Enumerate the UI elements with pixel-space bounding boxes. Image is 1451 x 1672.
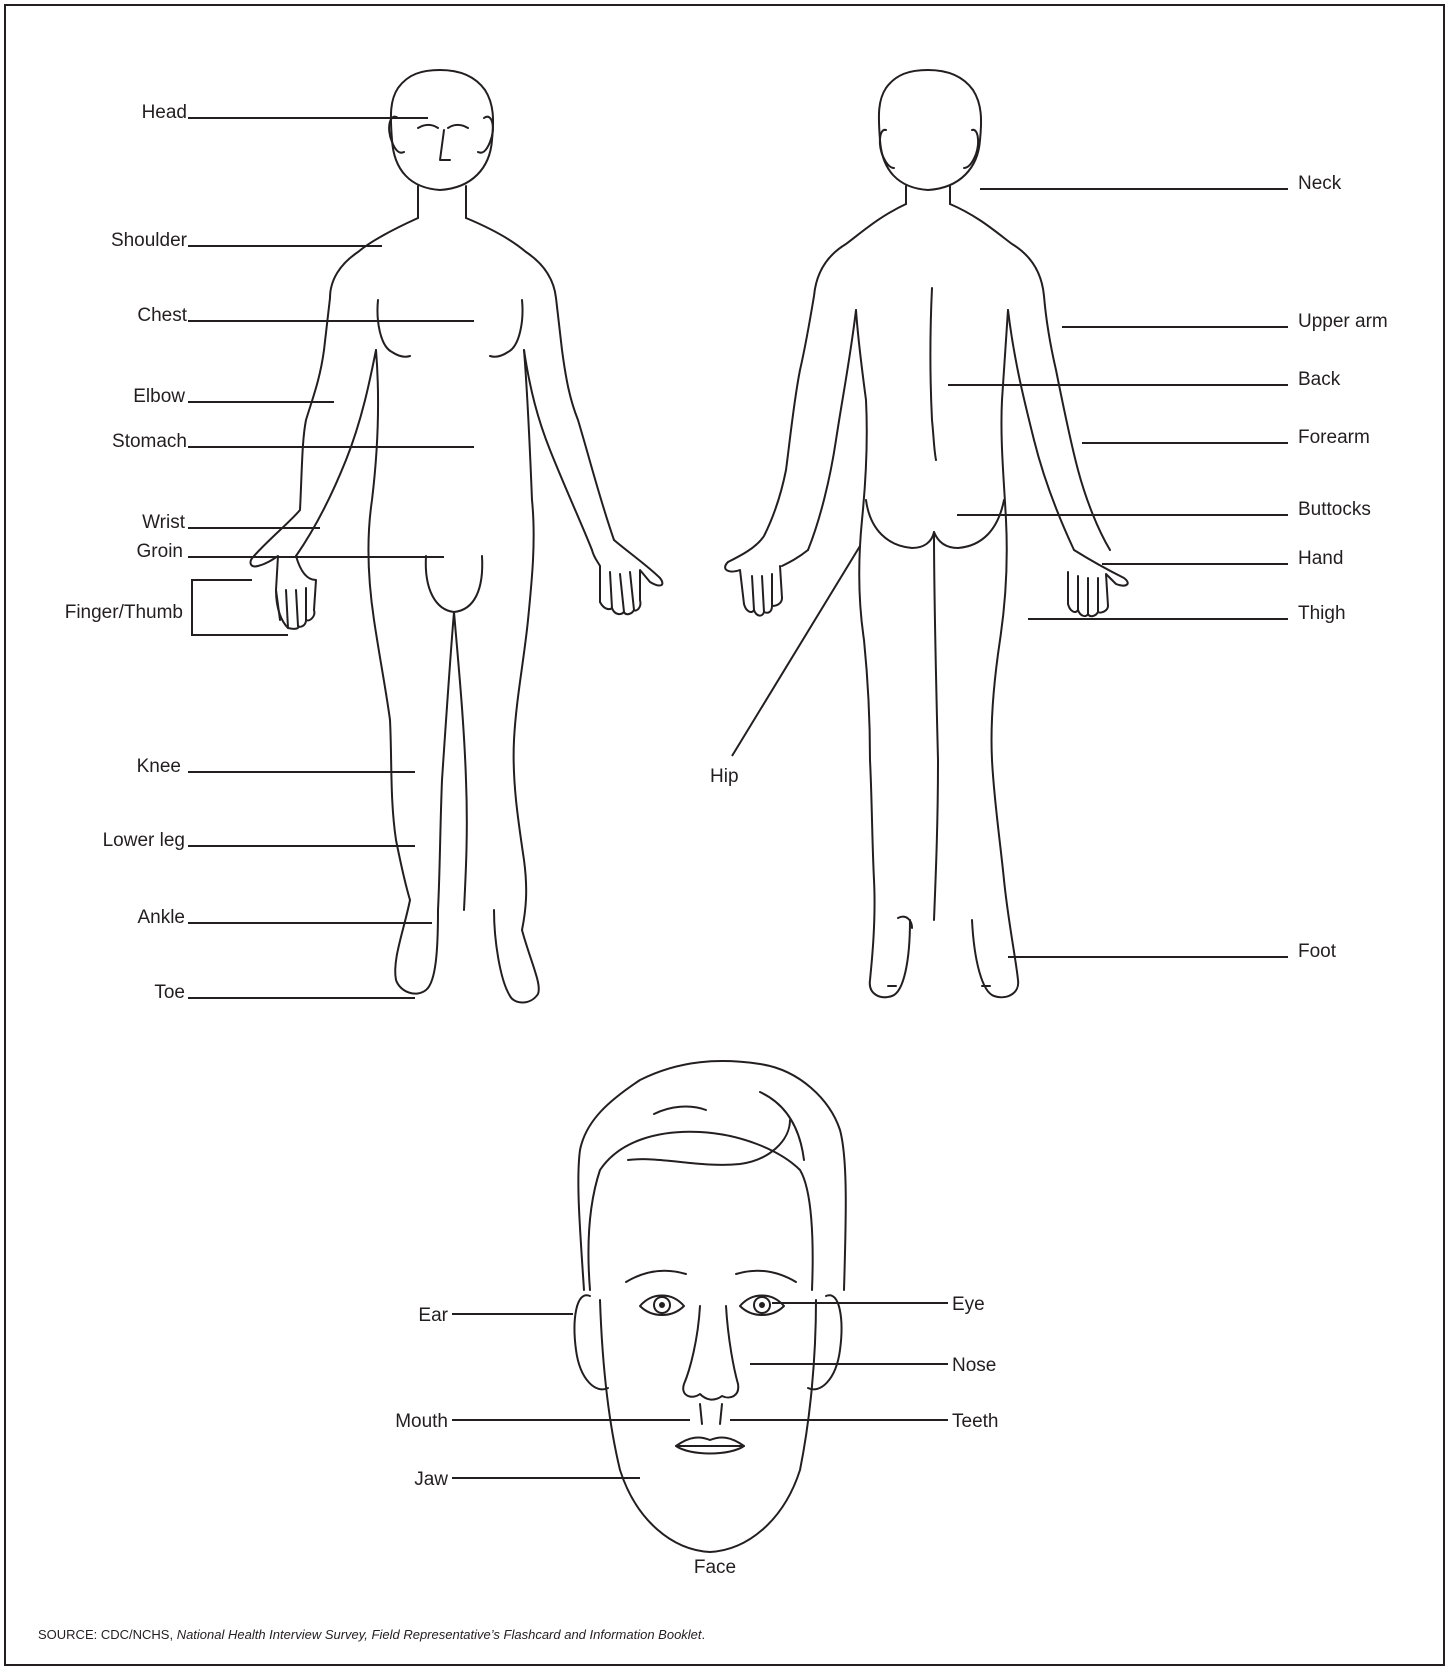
back-leader-lines	[732, 189, 1288, 957]
label-ear: Ear	[418, 1305, 448, 1326]
label-shoulder: Shoulder	[111, 230, 188, 251]
label-nose: Nose	[952, 1355, 996, 1376]
label-upper-arm: Upper arm	[1298, 311, 1388, 332]
source-note: SOURCE: CDC/NCHS, National Health Interv…	[38, 1627, 705, 1642]
label-elbow: Elbow	[133, 386, 185, 407]
label-back: Back	[1298, 369, 1341, 390]
label-stomach: Stomach	[112, 431, 187, 452]
source-title: National Health Interview Survey, Field …	[177, 1627, 703, 1642]
label-chest: Chest	[137, 305, 187, 326]
label-thigh: Thigh	[1298, 603, 1346, 624]
label-knee: Knee	[137, 756, 181, 777]
label-neck: Neck	[1298, 173, 1342, 194]
label-jaw: Jaw	[414, 1469, 448, 1490]
source-suffix: .	[702, 1627, 706, 1642]
label-finger-thumb: Finger/Thumb	[65, 602, 183, 623]
label-head: Head	[142, 102, 187, 123]
label-ankle: Ankle	[137, 907, 185, 928]
label-eye: Eye	[952, 1294, 985, 1315]
source-prefix: SOURCE: CDC/NCHS,	[38, 1627, 177, 1642]
label-foot: Foot	[1298, 941, 1337, 962]
label-wrist: Wrist	[142, 512, 186, 533]
face-leader-lines	[452, 1303, 948, 1478]
label-groin: Groin	[137, 541, 183, 562]
label-toe: Toe	[154, 982, 185, 1003]
front-body-figure	[251, 70, 663, 1003]
back-body-figure	[725, 70, 1128, 997]
label-teeth: Teeth	[952, 1411, 998, 1432]
label-mouth: Mouth	[395, 1411, 448, 1432]
label-hand: Hand	[1298, 548, 1343, 569]
label-forearm: Forearm	[1298, 427, 1370, 448]
label-hip: Hip	[710, 766, 739, 787]
front-leader-lines	[188, 118, 474, 998]
label-buttocks: Buttocks	[1298, 499, 1371, 520]
label-lower-leg: Lower leg	[103, 830, 185, 851]
face-caption: Face	[694, 1557, 736, 1578]
